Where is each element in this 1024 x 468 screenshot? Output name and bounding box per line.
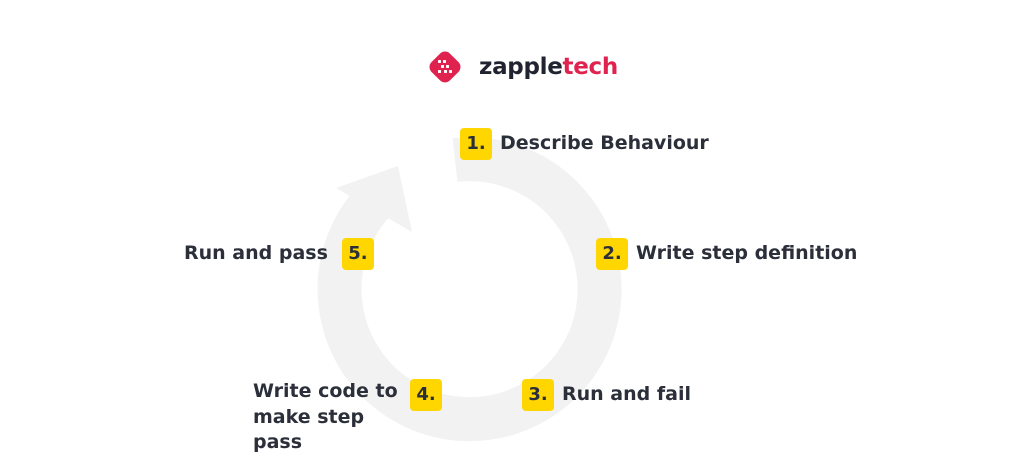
step-4-label: Write code to make step pass xyxy=(253,380,398,454)
zappletech-logo-icon xyxy=(429,51,461,83)
step-2: 2. Write step definition xyxy=(596,238,857,270)
step-3-label: Run and fail xyxy=(562,383,691,406)
step-1-badge: 1. xyxy=(460,128,492,160)
step-1: 1. Describe Behaviour xyxy=(460,128,709,160)
brand-name: zappletech xyxy=(479,53,619,80)
step-3: 3. Run and fail xyxy=(522,379,691,411)
step-1-label: Describe Behaviour xyxy=(500,132,709,155)
cycle-arrowhead xyxy=(336,166,412,232)
brand-name-part1: zapple xyxy=(479,53,563,80)
step-5-label: Run and pass xyxy=(184,242,328,265)
step-5: Run and pass 5. xyxy=(184,238,374,270)
step-2-label: Write step definition xyxy=(636,242,858,265)
step-2-badge: 2. xyxy=(596,238,628,270)
step-3-badge: 3. xyxy=(522,379,554,411)
brand-name-part2: tech xyxy=(562,53,619,80)
step-4-badge: 4. xyxy=(410,379,442,411)
brand-logo: zappletech xyxy=(425,47,618,87)
step-5-badge: 5. xyxy=(341,238,374,270)
step-4: Write code to make step pass 4. xyxy=(253,379,442,456)
